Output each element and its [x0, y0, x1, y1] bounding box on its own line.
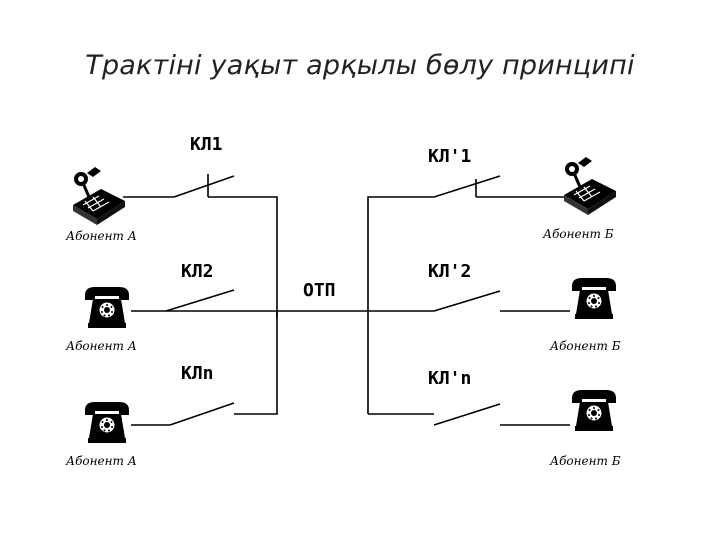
subscriber-b-label: Абонент Б [542, 227, 614, 241]
switch-label: КЛ1 [190, 134, 223, 155]
line [208, 196, 278, 317]
switch-label: КЛ'n [428, 368, 471, 389]
switch-contact [173, 175, 235, 198]
switch-contact [169, 402, 235, 426]
telephone-icon [84, 401, 130, 444]
subscriber-b-label: Абонент Б [549, 339, 621, 353]
switch-contact [433, 290, 501, 312]
telephone-icon [571, 389, 617, 432]
telephone-icon [84, 286, 130, 329]
line [234, 311, 278, 415]
switch-contact [165, 289, 235, 312]
subscriber-a-label: Абонент А [65, 339, 137, 353]
switch-label: КЛ'2 [428, 261, 471, 282]
switch-label: КЛn [181, 363, 214, 384]
page-title: Трактіні уақыт арқылы бөлу принципі [85, 50, 635, 81]
desk-phone-with-mic-icon [562, 155, 618, 217]
telephone-icon [571, 277, 617, 320]
subscriber-a-label: Абонент А [65, 454, 137, 468]
switch-label: КЛ'1 [428, 146, 471, 167]
switch-contact [433, 175, 501, 198]
line [367, 196, 434, 414]
subscriber-a-label: Абонент А [65, 229, 137, 243]
switch-contact [433, 403, 501, 426]
subscriber-b-label: Абонент Б [549, 454, 621, 468]
desk-phone-with-mic-icon [71, 165, 127, 227]
switch-label: КЛ2 [181, 261, 214, 282]
center-label: ОТП [303, 280, 336, 301]
